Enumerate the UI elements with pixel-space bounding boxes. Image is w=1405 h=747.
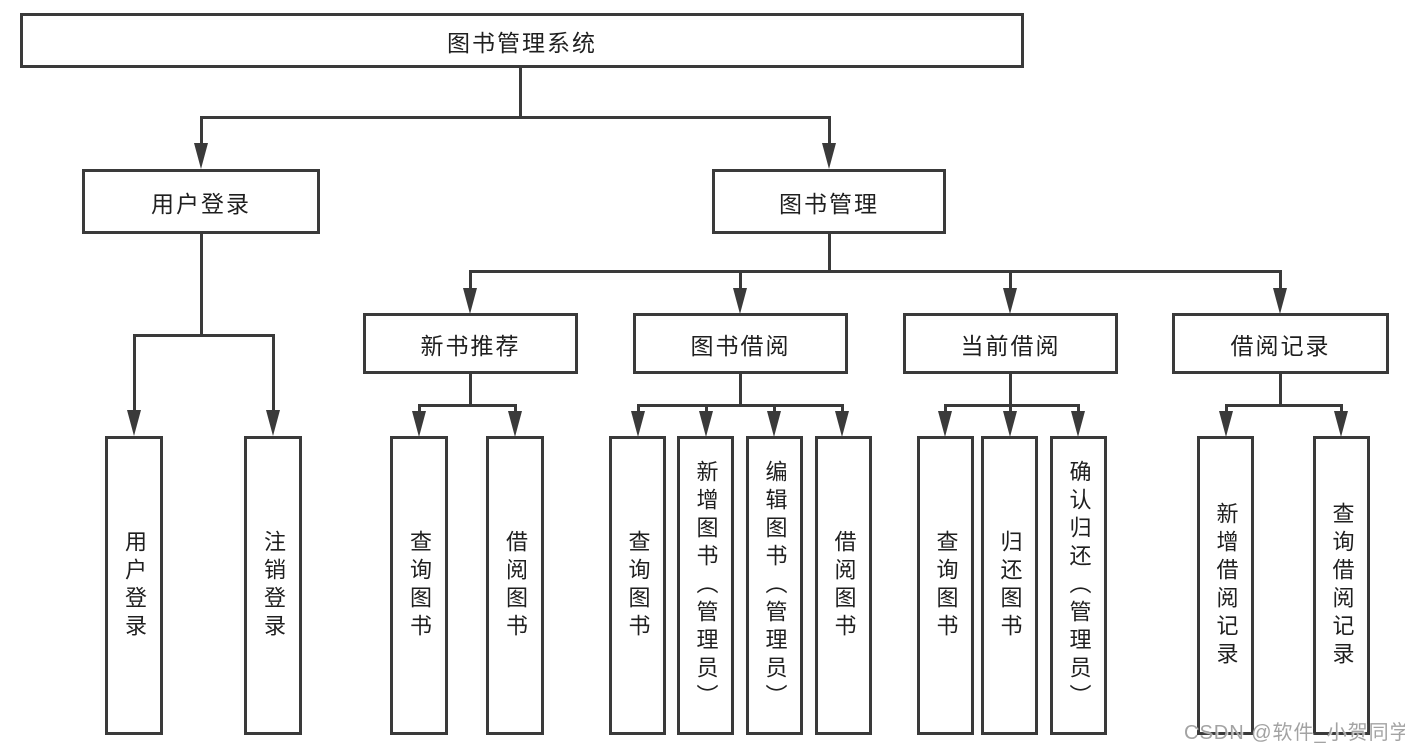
leaf-recommend-query-book: 查询图书 <box>390 436 448 735</box>
connector-line-vertical <box>828 234 831 273</box>
leaf-record-query-record: 查询借阅记录 <box>1313 436 1370 735</box>
arrowhead-down-icon <box>1334 411 1348 437</box>
connector-line-horizontal <box>944 404 1080 407</box>
arrowhead-down-icon <box>699 411 713 437</box>
node-book-borrow: 图书借阅 <box>633 313 848 374</box>
leaf-current-query-book: 查询图书 <box>917 436 974 735</box>
connector-line-vertical <box>200 234 203 336</box>
arrowhead-down-icon <box>835 411 849 437</box>
connector-line-vertical <box>705 404 708 414</box>
arrowhead-down-icon <box>938 411 952 437</box>
leaf-current-return-book: 归还图书 <box>981 436 1038 735</box>
connector-line-vertical <box>1077 404 1080 414</box>
connector-line-vertical <box>773 404 776 414</box>
arrowhead-down-icon <box>1003 411 1017 437</box>
arrowhead-down-icon <box>1273 288 1287 314</box>
connector-line-vertical <box>519 68 522 117</box>
connector-line-vertical <box>200 116 203 146</box>
connector-line-vertical <box>469 270 472 291</box>
connector-line-vertical <box>1009 270 1012 291</box>
connector-line-vertical <box>1225 404 1228 414</box>
connector-line-vertical <box>1009 374 1012 407</box>
arrowhead-down-icon <box>508 411 522 437</box>
connector-line-vertical <box>133 334 136 412</box>
leaf-current-confirm-return-admin: 确认归还（管理员） <box>1050 436 1107 735</box>
leaf-borrow-borrow-book: 借阅图书 <box>815 436 872 735</box>
arrowhead-down-icon <box>1219 411 1233 437</box>
node-user-login: 用户登录 <box>82 169 320 234</box>
connector-line-vertical <box>1009 404 1012 414</box>
connector-line-vertical <box>469 374 472 407</box>
arrowhead-down-icon <box>463 288 477 314</box>
leaf-record-add-record: 新增借阅记录 <box>1197 436 1254 735</box>
arrowhead-down-icon <box>266 410 280 436</box>
arrowhead-down-icon <box>194 143 208 169</box>
leaf-recommend-borrow-book: 借阅图书 <box>486 436 544 735</box>
leaf-logout: 注销登录 <box>244 436 302 735</box>
leaf-borrow-add-book-admin: 新增图书（管理员） <box>677 436 734 735</box>
connector-line-vertical <box>1340 404 1343 414</box>
connector-line-horizontal <box>133 334 274 337</box>
arrowhead-down-icon <box>412 411 426 437</box>
node-current-borrow: 当前借阅 <box>903 313 1118 374</box>
node-borrow-record: 借阅记录 <box>1172 313 1389 374</box>
arrowhead-down-icon <box>733 288 747 314</box>
arrowhead-down-icon <box>767 411 781 437</box>
connector-line-vertical <box>637 404 640 414</box>
connector-line-vertical <box>739 270 742 291</box>
arrowhead-down-icon <box>822 143 836 169</box>
arrowhead-down-icon <box>1003 288 1017 314</box>
leaf-user-login: 用户登录 <box>105 436 163 735</box>
leaf-borrow-query-book: 查询图书 <box>609 436 666 735</box>
connector-line-vertical <box>828 116 831 146</box>
arrowhead-down-icon <box>631 411 645 437</box>
connector-line-vertical <box>418 404 421 414</box>
arrowhead-down-icon <box>1071 411 1085 437</box>
connector-line-vertical <box>944 404 947 414</box>
node-book-management: 图书管理 <box>712 169 946 234</box>
connector-line-vertical <box>514 404 517 414</box>
connector-line-vertical <box>272 334 275 412</box>
leaf-borrow-edit-book-admin: 编辑图书（管理员） <box>746 436 803 735</box>
connector-line-horizontal <box>469 270 1281 273</box>
connector-line-vertical <box>1279 374 1282 407</box>
connector-line-horizontal <box>1225 404 1343 407</box>
node-new-book-recommend: 新书推荐 <box>363 313 578 374</box>
connector-line-vertical <box>841 404 844 414</box>
connector-line-horizontal <box>637 404 844 407</box>
node-library-system: 图书管理系统 <box>20 13 1024 68</box>
arrowhead-down-icon <box>127 410 141 436</box>
connector-line-vertical <box>1279 270 1282 291</box>
connector-line-vertical <box>739 374 742 407</box>
connector-line-horizontal <box>418 404 517 407</box>
connector-line-horizontal <box>200 116 831 119</box>
csdn-watermark: CSDN @软件_小贺同学 <box>1184 722 1405 744</box>
